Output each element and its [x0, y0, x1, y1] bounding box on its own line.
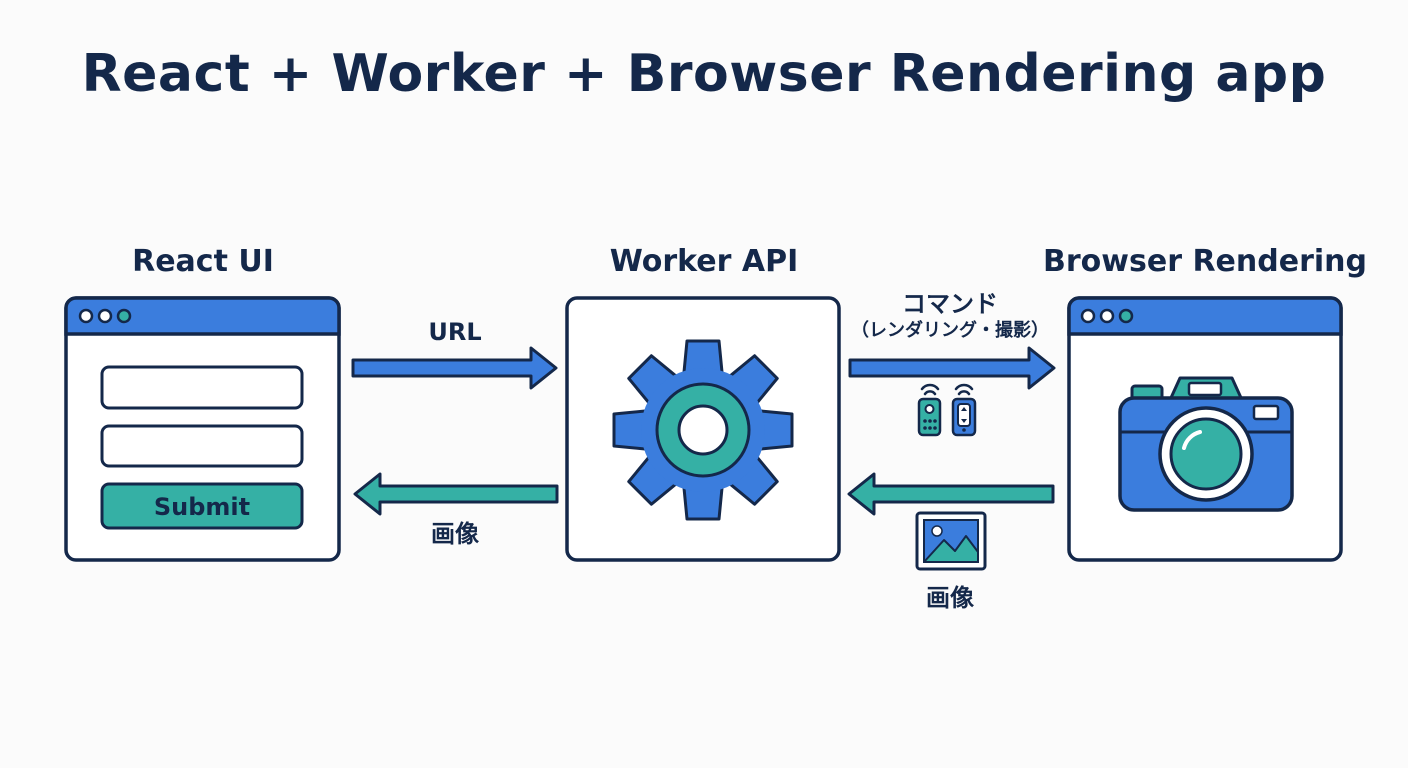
image-edge-label-right: 画像 [926, 584, 974, 612]
worker-api-box [565, 296, 841, 562]
window-dot-icon [78, 308, 94, 324]
diagram-title: React + Worker + Browser Rendering app [81, 44, 1327, 104]
react-ui-window: Submit [64, 296, 341, 562]
window-dot-icon [97, 308, 113, 324]
command-arrow [848, 346, 1056, 390]
camera-icon [1118, 376, 1294, 512]
submit-button-label: Submit [154, 493, 250, 521]
command-edge-sublabel: （レンダリング・撮影） [851, 320, 1049, 341]
remote-control-icon [917, 383, 942, 437]
window-dot-icon [1080, 308, 1096, 324]
browser-rendering-label: Browser Rendering [1043, 244, 1367, 279]
browser-rendering-window [1067, 296, 1343, 562]
window-dot-icon [1118, 308, 1134, 324]
gear-icon [612, 339, 794, 521]
command-edge-label: コマンド [902, 290, 998, 318]
window-dot-icon [116, 308, 132, 324]
url-arrow [351, 346, 558, 390]
worker-api-label: Worker API [609, 244, 799, 279]
image-edge-label-left: 画像 [431, 520, 479, 548]
url-input-field[interactable] [100, 365, 304, 410]
url-edge-label: URL [428, 318, 482, 346]
image-arrow-left [353, 472, 559, 516]
image-icon [915, 511, 987, 571]
remote-control-icon [951, 383, 977, 437]
image-arrow-right [847, 472, 1055, 516]
react-ui-label: React UI [132, 244, 274, 279]
window-dot-icon [1099, 308, 1115, 324]
second-input-field[interactable] [100, 424, 304, 468]
submit-button[interactable] [100, 482, 304, 530]
